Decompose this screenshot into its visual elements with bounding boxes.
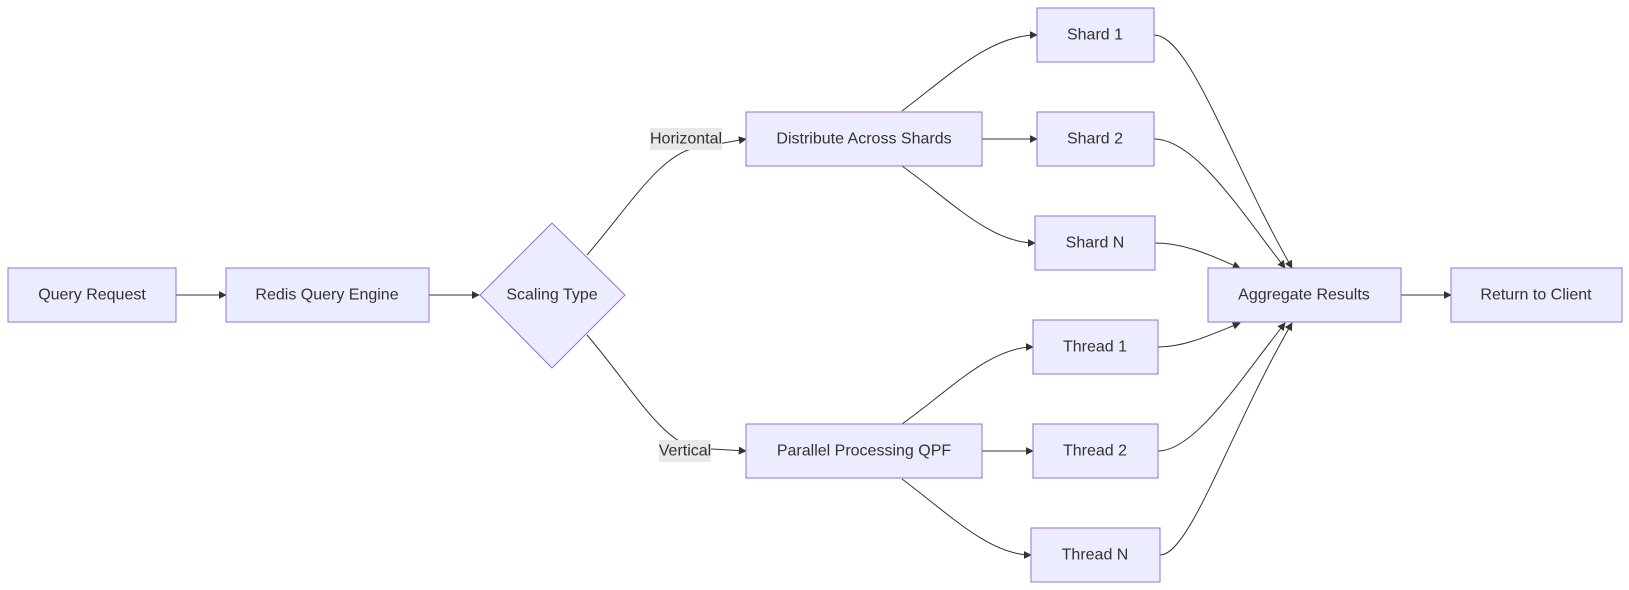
edge-label-vertical: Vertical <box>659 440 711 462</box>
node-query-request-box[interactable] <box>7 267 177 323</box>
node-shard-n-label: Shard N <box>1066 235 1125 252</box>
node-thread-1-box[interactable] <box>1032 319 1159 375</box>
edge-thread2-to-aggregate <box>1157 322 1286 452</box>
node-parallel-processing-qpf-box[interactable] <box>745 423 983 479</box>
edge-label-horizontal-bg <box>650 128 722 150</box>
edge-label-horizontal: Horizontal <box>650 128 722 150</box>
node-parallel-processing-qpf[interactable]: Parallel Processing QPF <box>745 423 983 479</box>
node-return-to-client-label: Return to Client <box>1480 287 1592 304</box>
node-shard-n-box[interactable] <box>1034 215 1156 271</box>
node-scaling-type-diamond[interactable] <box>479 222 626 369</box>
node-shard-1[interactable]: Shard 1 <box>1036 7 1155 63</box>
edge-label-vertical-text: Vertical <box>659 443 711 460</box>
node-aggregate-results-box[interactable] <box>1207 267 1402 323</box>
node-thread-1-label: Thread 1 <box>1063 339 1127 356</box>
node-query-request[interactable]: Query Request <box>7 267 177 323</box>
edge-parallel-to-thread1 <box>901 343 1034 425</box>
edge-scaling-type-to-distribute <box>586 136 747 256</box>
node-thread-2[interactable]: Thread 2 <box>1032 423 1159 479</box>
node-shard-2-label: Shard 2 <box>1067 131 1123 148</box>
node-scaling-type-label: Scaling Type <box>506 287 597 304</box>
node-thread-n-label: Thread N <box>1062 547 1129 564</box>
edge-distribute-to-shardN <box>901 165 1036 247</box>
node-thread-2-box[interactable] <box>1032 423 1159 479</box>
node-return-to-client[interactable]: Return to Client <box>1450 267 1623 323</box>
edge-shard1-to-aggregate <box>1153 34 1293 269</box>
node-shard-2[interactable]: Shard 2 <box>1036 111 1155 167</box>
node-redis-query-engine-label: Redis Query Engine <box>255 287 398 304</box>
node-aggregate-results[interactable]: Aggregate Results <box>1207 267 1402 323</box>
node-thread-n-box[interactable] <box>1030 527 1161 583</box>
edge-thread1-to-aggregate <box>1157 321 1241 348</box>
node-shard-1-label: Shard 1 <box>1067 27 1123 44</box>
edge-threadN-to-aggregate <box>1159 322 1293 556</box>
node-parallel-processing-qpf-label: Parallel Processing QPF <box>777 443 952 460</box>
node-distribute-across-shards[interactable]: Distribute Across Shards <box>745 111 983 167</box>
edge-shardN-to-aggregate <box>1154 242 1241 269</box>
node-thread-n[interactable]: Thread N <box>1030 527 1161 583</box>
node-redis-query-engine-box[interactable] <box>225 267 430 323</box>
edge-scaling-type-to-parallel <box>586 334 747 455</box>
edge-shard2-to-aggregate <box>1153 138 1286 269</box>
node-aggregate-results-label: Aggregate Results <box>1238 287 1370 304</box>
edge-distribute-to-shard1 <box>901 31 1038 112</box>
node-shard-2-box[interactable] <box>1036 111 1155 167</box>
node-query-request-label: Query Request <box>38 287 146 304</box>
node-thread-2-label: Thread 2 <box>1063 443 1127 460</box>
node-distribute-across-shards-label: Distribute Across Shards <box>776 131 951 148</box>
edges <box>176 31 1452 559</box>
node-redis-query-engine[interactable]: Redis Query Engine <box>225 267 430 323</box>
edge-label-vertical-bg <box>659 440 711 462</box>
edge-parallel-to-threadN <box>901 478 1032 559</box>
node-shard-1-box[interactable] <box>1036 7 1155 63</box>
node-scaling-type[interactable]: Scaling Type <box>479 222 626 369</box>
node-shard-n[interactable]: Shard N <box>1034 215 1156 271</box>
edge-label-horizontal-text: Horizontal <box>650 131 722 148</box>
node-return-to-client-box[interactable] <box>1450 267 1623 323</box>
node-thread-1[interactable]: Thread 1 <box>1032 319 1159 375</box>
node-distribute-across-shards-box[interactable] <box>745 111 983 167</box>
